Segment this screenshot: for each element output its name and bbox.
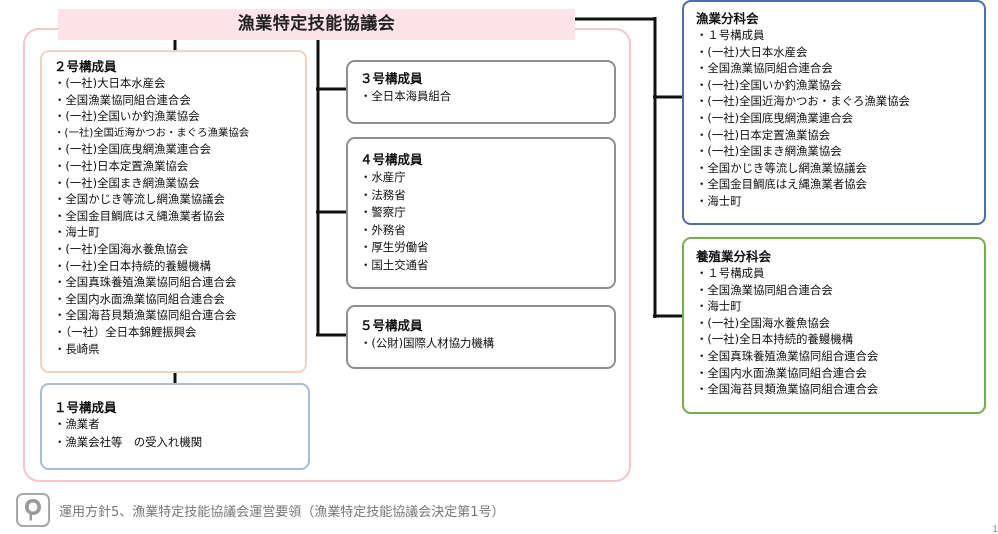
list-item: １号構成員 [696, 265, 984, 282]
list-item: 全国かじき等流し網漁業協議会 [54, 191, 305, 208]
list-item: 国土交通省 [360, 257, 614, 275]
list-item: 全国海苔貝類漁業協同組合連合会 [696, 381, 984, 398]
member1-title: １号構成員 [54, 400, 117, 415]
list-item: 海士町 [54, 224, 305, 241]
list-item: (一社)全国近海かつお・まぐろ漁業協会 [54, 125, 305, 142]
list-item: 全国漁業協同組合連合会 [696, 60, 984, 77]
member2-list: (一社)大日本水産会 全国漁業協同組合連合会 (一社)全国いか釣漁業協会 (一社… [54, 75, 305, 357]
list-item: 全国かじき等流し網漁業協議会 [696, 160, 984, 177]
list-item: 警察庁 [360, 204, 614, 222]
member4-box: ４号構成員 水産庁 法務省 警察庁 外務省 厚生労働省 国土交通省 [346, 137, 616, 289]
fishery-subcommittee-list: １号構成員 (一社)大日本水産会 全国漁業協同組合連合会 (一社)全国いか釣漁業… [696, 27, 984, 210]
list-item: (一社)大日本水産会 [696, 44, 984, 61]
member2-title: ２号構成員 [54, 59, 117, 74]
member3-list: 全日本海員組合 [360, 88, 614, 105]
page-title: 漁業特定技能協議会 [58, 9, 575, 40]
member4-title: ４号構成員 [360, 152, 423, 167]
fishery-subcommittee-box: 漁業分科会 １号構成員 (一社)大日本水産会 全国漁業協同組合連合会 (一社)全… [682, 0, 986, 225]
list-item: 全国金目鯛底はえ縄漁業者協会 [696, 176, 984, 193]
list-item: (一社)全国いか釣漁業協会 [54, 108, 305, 125]
list-item: (一社)全国近海かつお・まぐろ漁業協会 [696, 93, 984, 110]
list-item: 全国内水面漁業協同組合連合会 [696, 365, 984, 382]
list-item: (一社)全国海水養魚協会 [54, 241, 305, 258]
list-item: (一社)日本定置漁業協会 [54, 158, 305, 175]
list-item: 長崎県 [54, 341, 305, 358]
list-item: 全国漁業協同組合連合会 [696, 282, 984, 299]
member5-title: ５号構成員 [360, 318, 423, 333]
list-item: （一社）全日本錦鯉振興会 [54, 324, 305, 341]
list-item: 全国漁業協同組合連合会 [54, 92, 305, 109]
list-item: (一社)日本定置漁業協会 [696, 127, 984, 144]
list-item: (一社)全国底曳網漁業連合会 [696, 110, 984, 127]
list-item: (一社)全国底曳網漁業連合会 [54, 141, 305, 158]
member4-list: 水産庁 法務省 警察庁 外務省 厚生労働省 国土交通省 [360, 169, 614, 275]
fishery-subcommittee-title: 漁業分科会 [696, 11, 759, 26]
aquaculture-subcommittee-list: １号構成員 全国漁業協同組合連合会 海士町 (一社)全国海水養魚協会 (一社)全… [696, 265, 984, 398]
member3-box: ３号構成員 全日本海員組合 [346, 60, 616, 124]
list-item: 海士町 [696, 298, 984, 315]
list-item: (一社)全日本持続的養鰻機構 [54, 258, 305, 275]
list-item: (一社)全国まき網漁業協会 [54, 175, 305, 192]
list-item: 全国真珠養殖漁業協同組合連合会 [696, 348, 984, 365]
list-item: 厚生労働省 [360, 239, 614, 257]
list-item: (一社)全国海水養魚協会 [696, 315, 984, 332]
list-item: 法務省 [360, 187, 614, 205]
list-item: 全日本海員組合 [360, 88, 614, 105]
list-item: 水産庁 [360, 169, 614, 187]
list-item: (公財)国際人材協力機構 [360, 335, 614, 352]
list-item: 海士町 [696, 193, 984, 210]
member5-list: (公財)国際人材協力機構 [360, 335, 614, 352]
list-item: 全国海苔貝類漁業協同組合連合会 [54, 307, 305, 324]
list-item: 漁業会社等 の受入れ機関 [54, 434, 308, 452]
member1-box: １号構成員 漁業者 漁業会社等 の受入れ機関 [40, 383, 310, 470]
footer-text: 運用方針5、漁業特定技能協議会運営要領（漁業特定技能協議会決定第1号） [59, 504, 505, 520]
footer-reference: 運用方針5、漁業特定技能協議会運営要領（漁業特定技能協議会決定第1号） [16, 493, 505, 527]
member1-list: 漁業者 漁業会社等 の受入れ機関 [54, 416, 308, 451]
list-item: 漁業者 [54, 416, 308, 434]
list-item: 外務省 [360, 222, 614, 240]
aquaculture-subcommittee-box: 養殖業分科会 １号構成員 全国漁業協同組合連合会 海士町 (一社)全国海水養魚協… [682, 237, 986, 414]
pin-icon [16, 493, 50, 527]
member2-box: ２号構成員 (一社)大日本水産会 全国漁業協同組合連合会 (一社)全国いか釣漁業… [40, 50, 307, 373]
list-item: (一社)全国いか釣漁業協会 [696, 77, 984, 94]
list-item: 全国内水面漁業協同組合連合会 [54, 291, 305, 308]
page-number: 1 [992, 525, 998, 534]
list-item: (一社)全国まき網漁業協会 [696, 143, 984, 160]
list-item: １号構成員 [696, 27, 984, 44]
aquaculture-subcommittee-title: 養殖業分科会 [696, 249, 772, 264]
list-item: 全国金目鯛底はえ縄漁業者協会 [54, 208, 305, 225]
member3-title: ３号構成員 [360, 71, 423, 86]
list-item: (一社)全日本持続的養鰻機構 [696, 331, 984, 348]
member5-box: ５号構成員 (公財)国際人材協力機構 [346, 305, 616, 369]
list-item: 全国真珠養殖漁業協同組合連合会 [54, 274, 305, 291]
list-item: (一社)大日本水産会 [54, 75, 305, 92]
